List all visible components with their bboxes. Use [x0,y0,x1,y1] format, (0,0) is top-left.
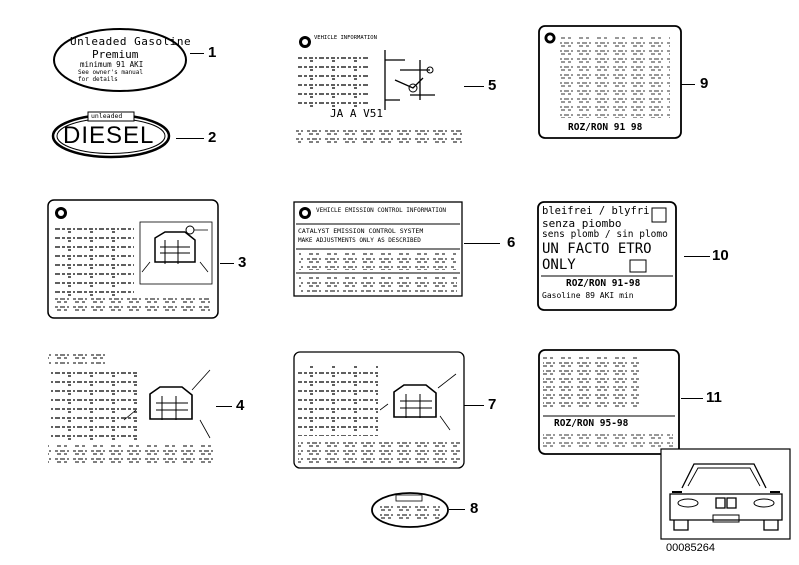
label-6-shape [293,201,463,297]
label-10-line-2: senza piombo [542,217,622,230]
leader-5 [464,86,484,87]
leader-10 [684,256,710,257]
car-front-icon [660,448,791,540]
callout-3: 3 [238,254,247,271]
label-3-shape [47,199,219,319]
roundel-icon [55,207,67,219]
label-8-shape [371,492,449,528]
label-9-shape [538,25,682,139]
callout-7: 7 [488,396,497,413]
label-11-rating: ROZ/RON 95-98 [554,418,629,429]
leader-8 [449,509,465,510]
label-4-shape [46,352,218,468]
callout-9: 9 [700,75,709,92]
label-5-model: JA A V51 [330,107,383,120]
callout-8: 8 [470,500,479,517]
label-6-header: VEHICLE EMISSION CONTROL INFORMATION [316,207,447,214]
label-10-shape [537,201,677,311]
label-1-line-5: for details [78,76,118,83]
label-7-shape [293,351,465,469]
leader-11 [681,398,703,399]
callout-10: 10 [712,247,729,264]
label-10-footer: Gasoline 89 AKI min [542,291,634,300]
roundel-icon [544,32,556,44]
label-2-banner: unleaded [91,112,123,120]
label-10-line-5: ONLY [542,257,576,273]
label-6-line-2: MAKE ADJUSTMENTS ONLY AS DESCRIBED [298,237,421,244]
label-2-main: DIESEL [63,122,155,149]
label-1-line-3: minimum 91 AKI [80,60,144,69]
label-1-line-1: Unleaded Gasoline [70,35,192,48]
label-10-line-3: sens plomb / sin plomo [542,229,668,240]
label-1-shape [53,28,187,92]
leader-6 [464,243,500,244]
label-11-shape [538,349,680,455]
roundel-icon [299,207,311,219]
engine-diagram-icon [139,221,213,285]
leader-3 [220,263,234,264]
part-number: 00085264 [666,542,715,554]
leader-4 [216,406,232,407]
label-1-line-2: Premium [92,48,139,61]
label-5-header: VEHICLE INFORMATION [314,35,377,41]
leader-7 [464,405,484,406]
callout-1: 1 [208,44,217,61]
leader-1 [190,53,204,54]
roundel-icon [299,36,311,48]
callout-11: 11 [706,389,722,406]
callout-4: 4 [236,397,245,414]
label-10-line-1: bleifrei / blyfri [542,205,650,217]
label-6-line-1: CATALYST EMISSION CONTROL SYSTEM [298,227,424,235]
callout-2: 2 [208,129,217,146]
label-10-rating: ROZ/RON 91-98 [566,278,641,289]
label-5-shape [294,30,462,148]
callout-6: 6 [507,234,516,251]
label-2-shape [51,111,171,159]
leader-9 [681,84,695,85]
label-10-line-4: UN FACTO ETRO [542,241,652,257]
callout-5: 5 [488,77,497,94]
label-9-rating: ROZ/RON 91 98 [568,122,643,133]
leader-2 [176,138,204,139]
label-1-line-4: See owner's manual [78,69,144,76]
